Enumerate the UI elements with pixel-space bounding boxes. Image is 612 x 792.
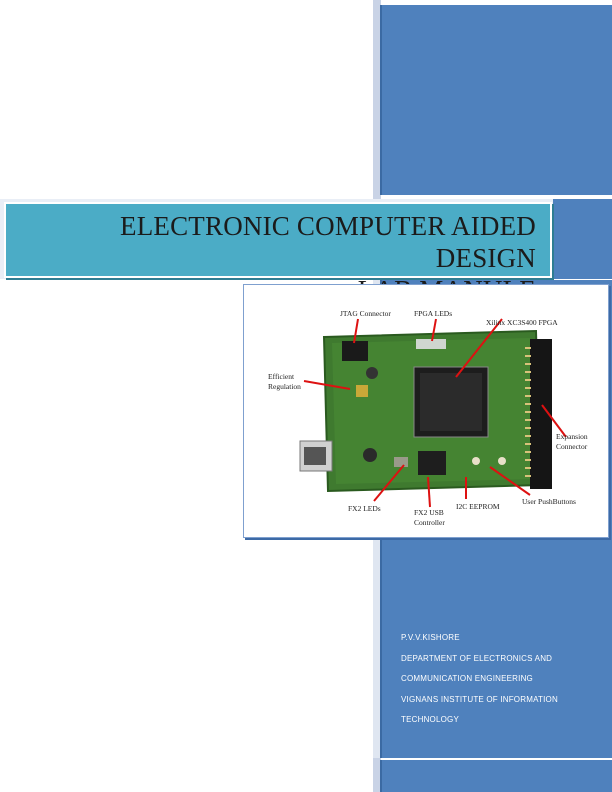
label-jtag: JTAG Connector bbox=[340, 309, 391, 318]
fpga-chip-die bbox=[420, 373, 482, 431]
blue-column-top bbox=[380, 5, 612, 195]
regulator-part bbox=[356, 385, 368, 397]
inductor-part-2 bbox=[363, 448, 377, 462]
author-name: P.V.V.KISHORE bbox=[401, 633, 460, 642]
pushbutton-part-1 bbox=[472, 457, 480, 465]
jtag-header-part bbox=[342, 341, 368, 361]
label-expansion-2: Connector bbox=[556, 442, 588, 451]
label-fx2-usb-1: FX2 USB bbox=[414, 508, 444, 517]
institute-line-1: VIGNANS INSTITUTE OF INFORMATION bbox=[401, 694, 558, 704]
label-fpga-chip: Xilinx XC3S400 FPGA bbox=[486, 318, 558, 327]
title-banner: ELECTRONIC COMPUTER AIDED DESIGN LAB MAN… bbox=[4, 202, 552, 305]
expansion-connector-part bbox=[530, 339, 552, 489]
label-efficient-2: Regulation bbox=[268, 382, 301, 391]
fpga-board-illustration: JTAG Connector FPGA LEDs Xilinx XC3S400 … bbox=[268, 309, 588, 527]
connector-pins bbox=[525, 347, 531, 477]
fpga-leds-part bbox=[416, 339, 446, 349]
crystal-part bbox=[394, 457, 408, 467]
department-line-1: DEPARTMENT OF ELECTRONICS AND bbox=[401, 653, 553, 663]
label-fx2-leds: FX2 LEDs bbox=[348, 504, 381, 513]
department-line-2: COMMUNICATION ENGINEERING bbox=[401, 674, 533, 683]
fx2-controller-part bbox=[418, 451, 446, 475]
callout-arrows bbox=[303, 318, 567, 508]
usb-port bbox=[304, 447, 326, 465]
blue-column-banner-segment bbox=[553, 199, 612, 279]
inductor-part bbox=[366, 367, 378, 379]
label-fx2-usb-2: Controller bbox=[414, 518, 445, 527]
label-pushbuttons: User PushButtons bbox=[522, 497, 576, 506]
author-block: P.V.V.KISHORE DEPARTMENT OF ELECTRONICS … bbox=[401, 628, 601, 731]
label-fpga-leds: FPGA LEDs bbox=[414, 309, 452, 318]
fpga-board-photo: JTAG Connector FPGA LEDs Xilinx XC3S400 … bbox=[243, 284, 609, 538]
blue-column-bottom bbox=[380, 760, 612, 792]
institute-line-2: TECHNOLOGY bbox=[401, 715, 460, 724]
pushbutton-part-2 bbox=[498, 457, 506, 465]
label-i2c: I2C EEPROM bbox=[456, 502, 500, 511]
label-efficient-1: Efficient bbox=[268, 372, 295, 381]
title-line-1: ELECTRONIC COMPUTER AIDED DESIGN bbox=[120, 211, 536, 273]
label-expansion-1: Expansion bbox=[556, 432, 588, 441]
